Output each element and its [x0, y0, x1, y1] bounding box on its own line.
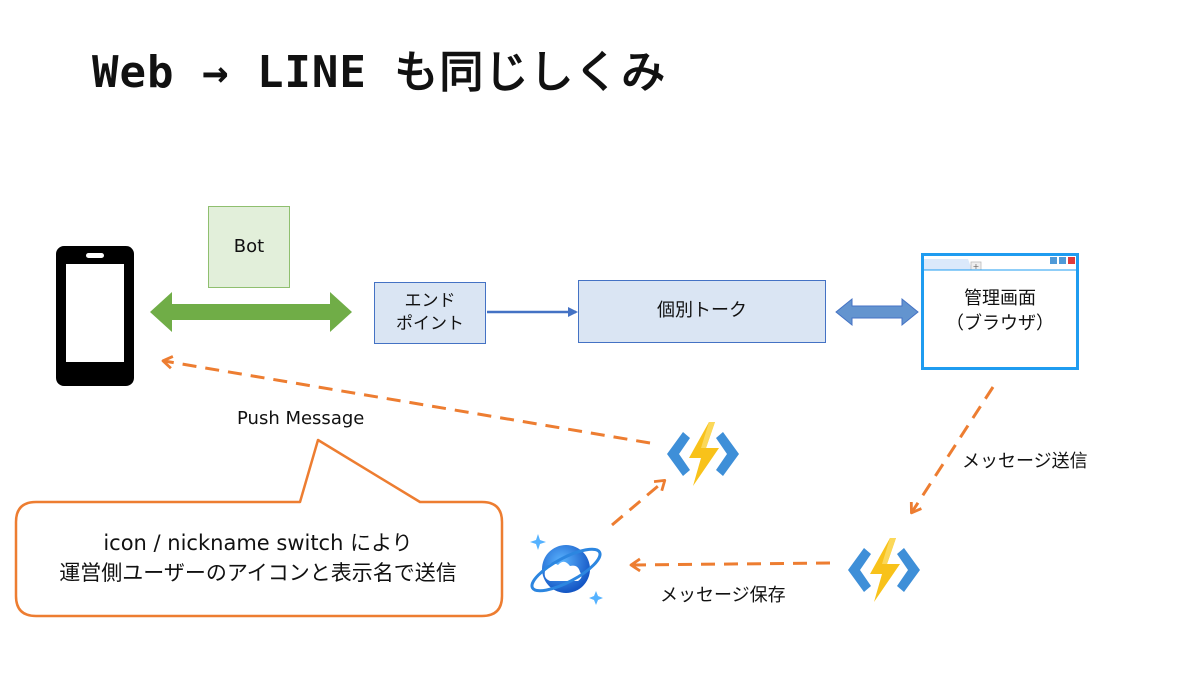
send-message-arrow [909, 386, 995, 515]
save-message-label: メッセージ保存 [660, 585, 786, 606]
smartphone-icon [56, 246, 134, 386]
bot-label: Bot [233, 235, 265, 257]
send-message-label: メッセージ送信 [962, 451, 1088, 472]
admin-screen-node: + 管理画面 （ブラウザ） [921, 253, 1079, 370]
svg-text:+: + [973, 262, 980, 271]
push-message-arrow [161, 355, 651, 445]
admin-screen-label-line1: 管理画面 [964, 288, 1036, 309]
cosmos-to-function-arrow [611, 478, 667, 527]
callout-text: icon / nickname switch により 運営側ユーザーのアイコンと… [16, 528, 500, 589]
bot-node: Bot [208, 206, 290, 288]
azure-functions-icon [848, 538, 920, 602]
individual-chat-node: 個別トーク [578, 280, 826, 343]
callout-bubble [14, 438, 504, 618]
push-message-label: Push Message [237, 408, 365, 429]
phone-endpoint-double-arrow [150, 292, 352, 332]
individual-chat-label: 個別トーク [657, 300, 747, 322]
chat-admin-double-arrow [835, 297, 919, 327]
callout-line2: 運営側ユーザーのアイコンと表示名で送信 [59, 561, 457, 586]
save-message-arrow [629, 557, 831, 573]
callout-line1: icon / nickname switch により [103, 531, 413, 555]
endpoint-label-line1: エンド [404, 291, 456, 312]
slide-title: Web → LINE も同じしくみ [92, 47, 667, 98]
azure-functions-icon [667, 422, 739, 486]
admin-screen-label-line2: （ブラウザ） [946, 313, 1054, 335]
browser-window-icon: + [924, 257, 1076, 271]
endpoint-label-line2: ポイント [396, 314, 464, 334]
azure-cosmos-db-icon [530, 534, 603, 605]
endpoint-node: エンド ポイント [374, 282, 486, 344]
